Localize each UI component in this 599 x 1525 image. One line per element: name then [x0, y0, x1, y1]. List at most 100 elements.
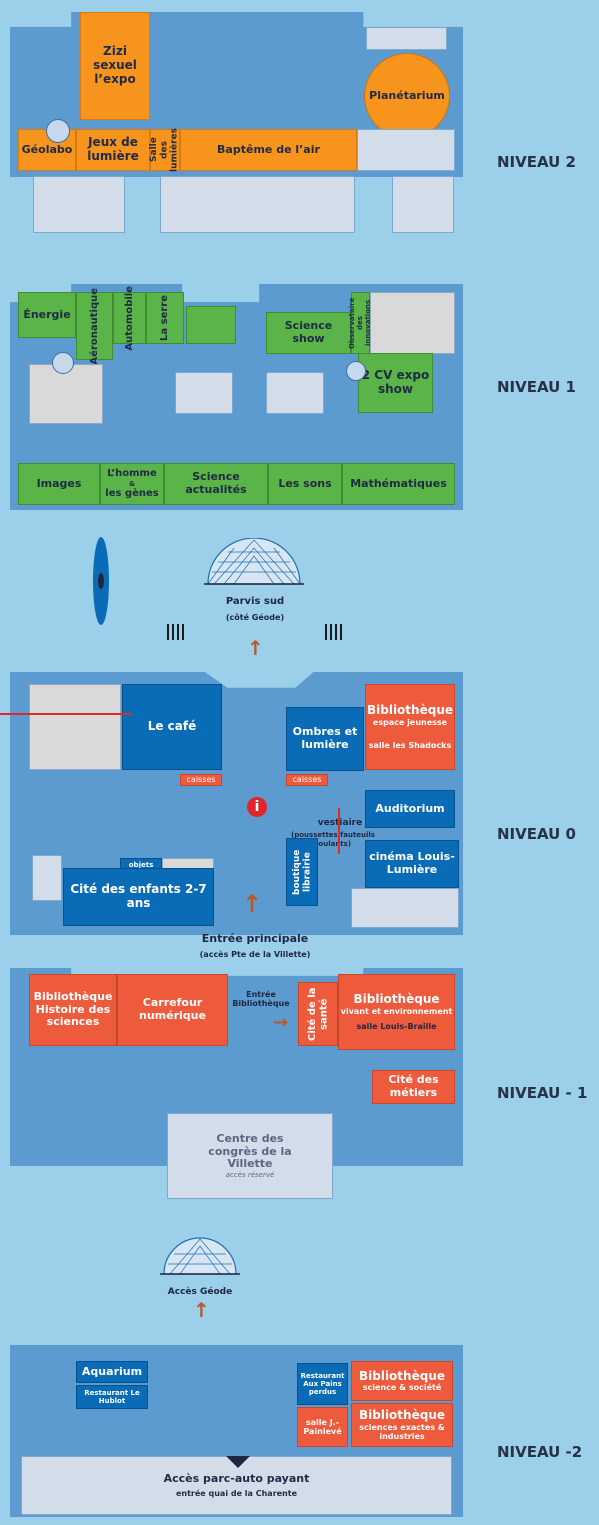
room-label: Cité des métiers — [388, 1073, 439, 1099]
stair-block — [266, 372, 324, 414]
room-label: Planétarium — [369, 88, 445, 102]
room-label: Restaurant Aux Pains perdus — [300, 1371, 345, 1397]
room-science-actualites[interactable]: Science actualités — [164, 463, 268, 505]
room-bibliotheque-sciences-exactes[interactable]: Bibliothèque sciences exactes & industri… — [351, 1403, 453, 1447]
room-centre-des-congres[interactable]: Centre des congrès de la Villette accès … — [167, 1113, 333, 1199]
info-icon[interactable]: i — [247, 797, 267, 817]
room-restaurant-le-hublot[interactable]: Restaurant Le Hublot — [76, 1385, 148, 1409]
arrow-right-icon: → — [273, 1012, 289, 1033]
room-label: Bibliothèque — [358, 1368, 445, 1383]
room-label: Cité de la santé — [306, 987, 330, 1041]
pillar-marker — [52, 352, 74, 374]
room-images[interactable]: Images — [18, 463, 100, 505]
room-label: Bibliothèque — [358, 1407, 445, 1422]
annex-block — [392, 176, 454, 233]
entree-principale-label: Entrée principale — [201, 932, 309, 945]
room-label: accès réservé — [225, 1170, 275, 1179]
room-restaurant-aux-pains-perdus[interactable]: Restaurant Aux Pains perdus — [297, 1363, 348, 1405]
room-label: salle les Shadocks — [368, 740, 452, 750]
arrow-up-icon: ↑ — [247, 636, 264, 660]
room-label: 2 CV expo show — [361, 368, 430, 396]
room-cite-de-la-sante[interactable]: Cité de la santé — [298, 982, 338, 1046]
turnstile-icon — [167, 624, 187, 640]
room-label: L’homme — [107, 468, 157, 480]
info-glyph: i — [254, 798, 260, 815]
cote-geode-label: (côté Géode) — [225, 613, 285, 622]
room-label: caisses — [186, 775, 216, 785]
room-observatoire[interactable]: Observatoire des innovations — [348, 292, 373, 354]
arrow-up-icon: ↑ — [193, 1298, 210, 1322]
room-salle-painleve[interactable]: salle J.-Painlevé — [297, 1407, 348, 1447]
room-mathematiques[interactable]: Mathématiques — [342, 463, 455, 505]
vestiaire-sub-label: (poussettes fauteuils roulants) — [291, 831, 375, 849]
room-salle-des-lumieres[interactable]: Salle des lumières — [149, 128, 181, 172]
room-ombres-et-lumiere[interactable]: Ombres et lumière — [286, 707, 364, 771]
room-label: Mathématiques — [350, 476, 447, 490]
gray-block — [29, 364, 103, 424]
room-bibliotheque-histoire[interactable]: Bibliothèque Histoire des sciences — [29, 974, 117, 1046]
room-automobile[interactable]: Automobile — [113, 286, 146, 350]
annex-block — [351, 888, 459, 928]
room-label: espace jeunesse — [372, 717, 448, 727]
room-cinema-louis-lumiere[interactable]: cinéma Louis-Lumière — [365, 840, 459, 888]
room-bibliotheque-science-societe[interactable]: Bibliothèque science & société — [351, 1361, 453, 1401]
room-label: Centre des congrès de la Villette — [208, 1132, 292, 1171]
room-jeux-de-lumiere[interactable]: Jeux de lumière — [76, 129, 150, 171]
room-label: Science actualités — [185, 470, 247, 496]
room-label: Bibliothèque — [353, 991, 440, 1006]
room-la-serre[interactable]: La serre — [146, 292, 184, 344]
caisses-badge: caisses — [286, 774, 328, 786]
room-aeronautique[interactable]: Aéronautique — [76, 288, 113, 364]
room-boutique-librairie[interactable]: boutique librairie — [286, 838, 318, 906]
room-label: Accès parc-auto payant — [163, 1471, 310, 1485]
room-science-show[interactable]: Science show — [266, 312, 351, 354]
pillar-marker — [346, 361, 366, 381]
room-label: Les sons — [278, 476, 332, 490]
annex-block — [160, 176, 355, 233]
room-label: caisses — [292, 775, 322, 785]
room-cite-des-metiers[interactable]: Cité des métiers — [372, 1070, 455, 1104]
room-label: Carrefour numérique — [139, 996, 206, 1022]
gray-block — [370, 292, 455, 354]
geode-dome-icon — [204, 538, 304, 585]
room-label: entrée quai de la Charente — [175, 1489, 298, 1499]
room-les-sons[interactable]: Les sons — [268, 463, 342, 505]
annex-block — [357, 129, 455, 171]
room-le-cafe[interactable]: Le café — [122, 684, 222, 770]
room-bibliotheque-vivant[interactable]: Bibliothèque vivant et environnement sal… — [338, 974, 455, 1050]
room-bibliotheque-jeunesse[interactable]: Bibliothèque espace jeunesse salle les S… — [365, 684, 455, 770]
room-label: La serre — [159, 295, 171, 341]
room-label: sciences exactes & industries — [359, 1422, 445, 1441]
room-carrefour-numerique[interactable]: Carrefour numérique — [117, 974, 228, 1046]
room-planetarium[interactable]: Planétarium — [364, 53, 450, 139]
room-label: salle J.-Painlevé — [303, 1417, 342, 1436]
room-cite-des-enfants[interactable]: Cité des enfants 2-7 ans — [63, 868, 214, 926]
room-label: Baptême de l’air — [217, 142, 320, 156]
room-label: Automobile — [123, 285, 135, 351]
level-label-minus-1: NIVEAU - 1 — [497, 1084, 588, 1102]
parvis-sud-label: Parvis sud — [225, 596, 285, 607]
room-label: Aéronautique — [88, 287, 100, 365]
room-2cv-expo-show[interactable]: 2 CV expo show — [358, 353, 433, 413]
arrow-up-icon: ↑ — [242, 890, 263, 918]
room-label: science & société — [362, 1383, 442, 1393]
annex-block — [33, 176, 125, 233]
room-auditorium[interactable]: Auditorium — [365, 790, 455, 828]
room-label: Énergie — [23, 307, 71, 321]
room-label: Bibliothèque — [366, 702, 453, 717]
room-label: vivant et environnement — [340, 1006, 453, 1016]
room-label: Science show — [284, 319, 333, 345]
gray-block — [29, 684, 121, 770]
room-label: Aquarium — [81, 1364, 143, 1378]
room-label: les gènes — [105, 488, 159, 500]
entree-principale-sub-label: (accès Pte de la Villette) — [199, 950, 311, 959]
room-l-homme-et-les-genes[interactable]: L’homme & les gènes — [100, 463, 164, 505]
room-aquarium[interactable]: Aquarium — [76, 1361, 148, 1383]
room-energie[interactable]: Énergie — [18, 292, 76, 338]
room-label: Salle des lumières — [149, 128, 181, 172]
room-bapteme-de-l-air[interactable]: Baptême de l’air — [180, 129, 357, 171]
annex-block — [32, 855, 62, 901]
room-label: Le café — [147, 719, 197, 734]
stair-block — [175, 372, 233, 414]
room-zizi-sexuel[interactable]: Zizi sexuel l’expo — [80, 12, 150, 120]
